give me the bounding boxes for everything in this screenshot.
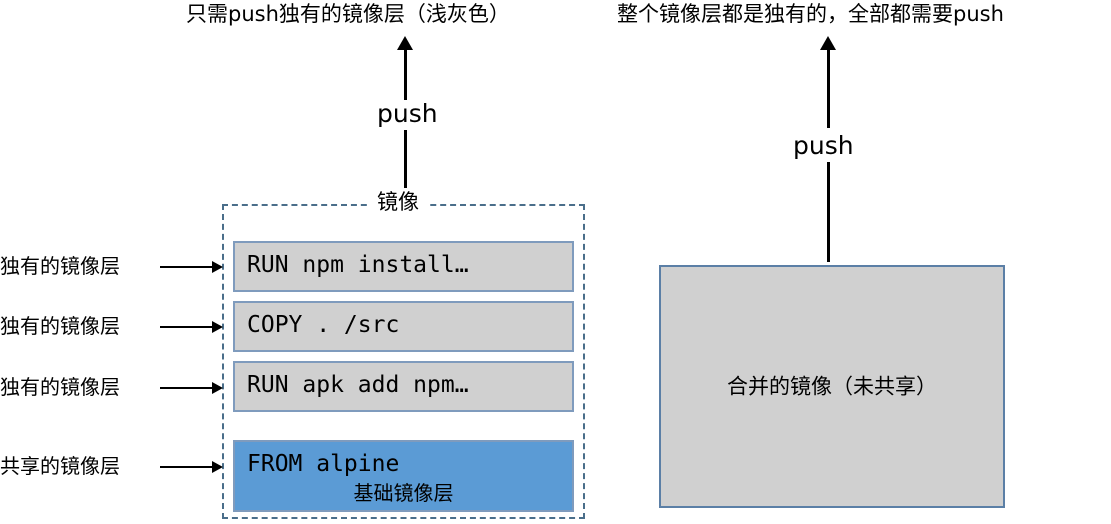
image-layer-box: RUN apk add npm… bbox=[233, 361, 574, 412]
left-push-arrow-upper-stem bbox=[404, 50, 407, 100]
right-push-arrowhead-icon bbox=[820, 36, 836, 50]
base-image-layer-command: FROM alpine bbox=[247, 451, 400, 477]
right-diagram-title: 整个镜像层都是独有的，全部都需要push bbox=[617, 2, 1004, 26]
side-arrowhead-icon bbox=[212, 461, 223, 473]
base-image-layer-caption: 基础镜像层 bbox=[353, 481, 454, 505]
side-label-unique-layer: 独有的镜像层 bbox=[0, 314, 120, 338]
side-label-shared-layer: 共享的镜像层 bbox=[0, 454, 120, 478]
right-push-arrow-lower-stem bbox=[827, 162, 830, 262]
image-layer-box: RUN npm install… bbox=[233, 241, 574, 292]
merged-image-box: 合并的镜像（未共享） bbox=[659, 265, 1005, 508]
image-layer-box: COPY . /src bbox=[233, 301, 574, 352]
side-arrowhead-icon bbox=[212, 261, 223, 273]
side-label-unique-layer: 独有的镜像层 bbox=[0, 254, 120, 278]
side-arrow-stem bbox=[160, 387, 212, 389]
side-arrow-stem bbox=[160, 326, 212, 328]
left-push-label: push bbox=[373, 101, 442, 126]
left-push-arrowhead-icon bbox=[397, 36, 413, 50]
left-push-arrow-lower-stem bbox=[404, 130, 407, 188]
side-arrow-stem bbox=[160, 266, 212, 268]
image-layer-command: RUN apk add npm… bbox=[247, 372, 469, 398]
merged-image-label: 合并的镜像（未共享） bbox=[727, 374, 937, 398]
base-image-layer-box: FROM alpine 基础镜像层 bbox=[233, 440, 574, 512]
image-group-label: 镜像 bbox=[367, 192, 429, 213]
image-layer-command: RUN npm install… bbox=[247, 252, 469, 278]
side-arrow-stem bbox=[160, 466, 212, 468]
side-label-unique-layer: 独有的镜像层 bbox=[0, 375, 120, 399]
right-push-arrow-upper-stem bbox=[827, 50, 830, 128]
right-push-label: push bbox=[789, 133, 858, 158]
side-arrowhead-icon bbox=[212, 321, 223, 333]
left-diagram-title: 只需push独有的镜像层（浅灰色） bbox=[186, 2, 510, 26]
image-layer-command: COPY . /src bbox=[247, 312, 400, 338]
side-arrowhead-icon bbox=[212, 382, 223, 394]
